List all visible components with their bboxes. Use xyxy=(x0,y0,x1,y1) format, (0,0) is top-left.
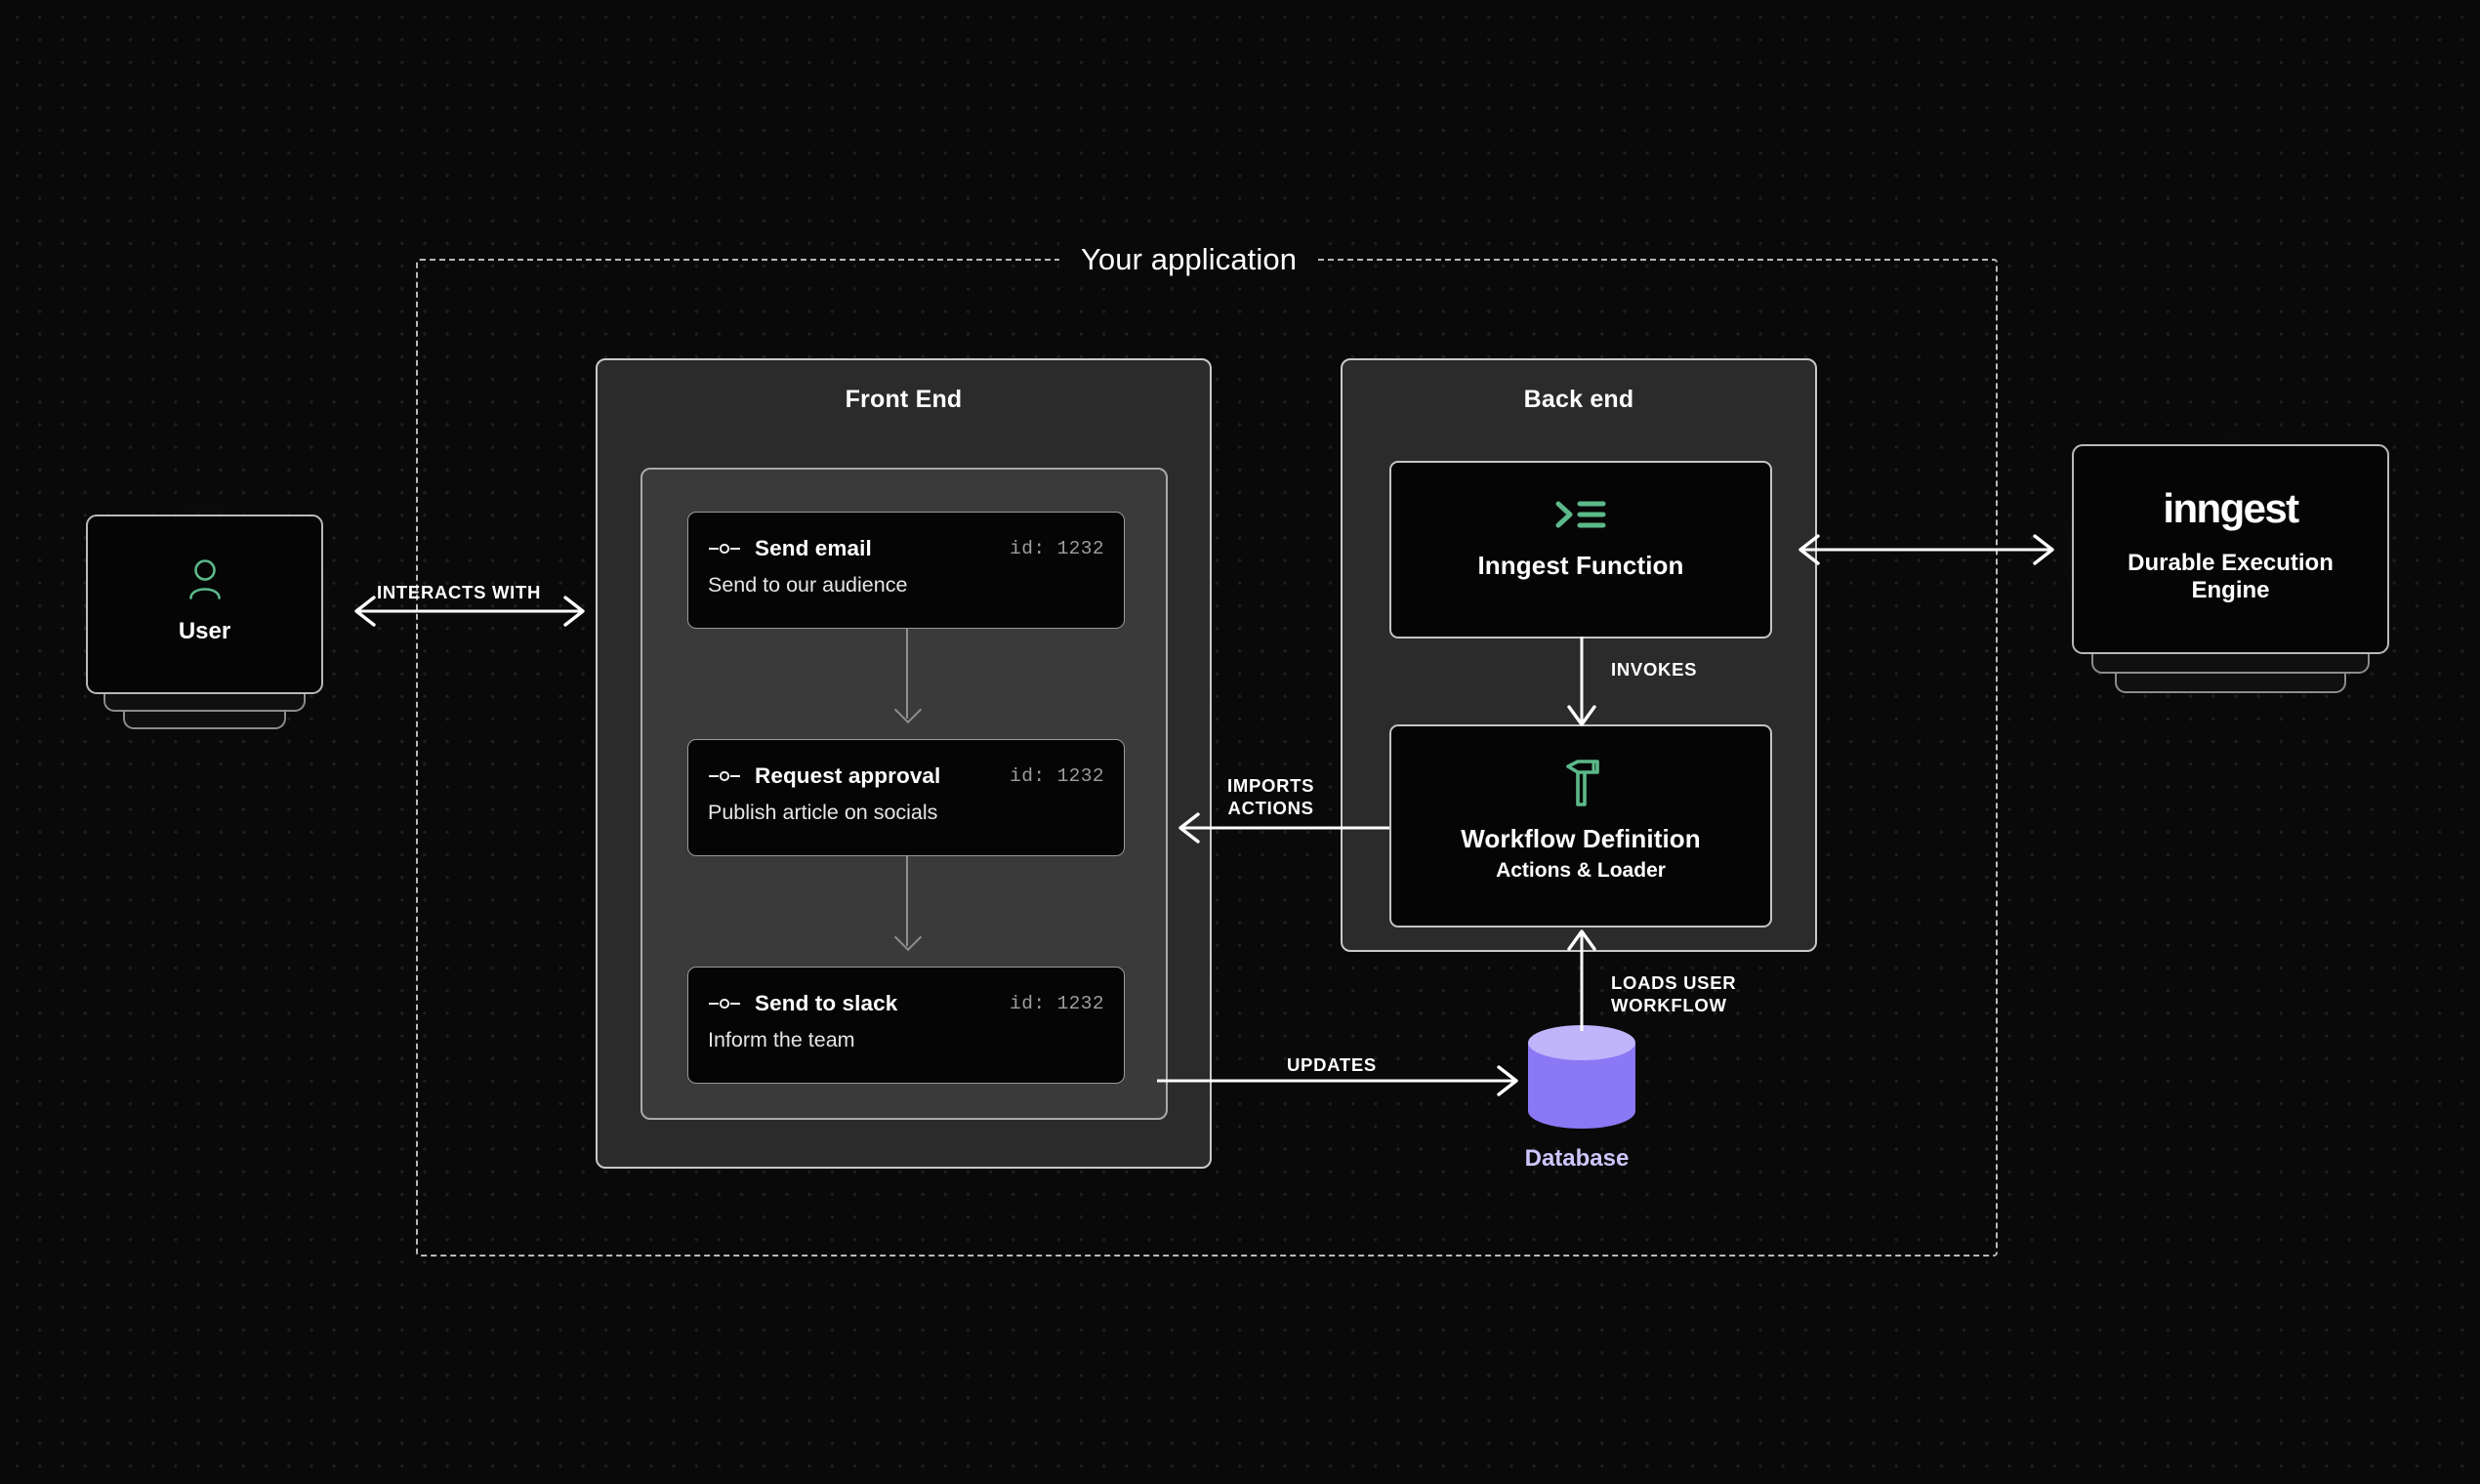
workflow-step-card[interactable]: Request approval id: 1232 Publish articl… xyxy=(687,739,1125,856)
step-id-label: id: 1232 xyxy=(1010,993,1104,1014)
node-connector-icon xyxy=(708,769,741,783)
step-title: Send to slack xyxy=(755,991,898,1015)
step-description: Send to our audience xyxy=(708,573,908,597)
hammer-tool-icon xyxy=(1391,758,1770,808)
edge-label-loads-user-workflow: LOADS USER WORKFLOW xyxy=(1611,972,1737,1016)
inngest-engine-node[interactable]: inngest Durable Execution Engine xyxy=(2060,433,2401,693)
inngest-function-label: Inngest Function xyxy=(1477,551,1684,580)
user-stack-layer-2 xyxy=(123,712,286,729)
inngest-card-face: inngest Durable Execution Engine xyxy=(2072,444,2389,654)
step-connector-arrow xyxy=(906,629,908,719)
terminal-prompt-icon xyxy=(1391,494,1770,535)
inngest-function-node[interactable]: Inngest Function xyxy=(1389,461,1772,639)
step-header: Request approval id: 1232 xyxy=(688,762,1124,791)
step-id-label: id: 1232 xyxy=(1010,538,1104,559)
database-label: Database xyxy=(1524,1145,1630,1172)
workflow-steps-container: Send email id: 1232 Send to our audience xyxy=(641,468,1168,1120)
step-connector-arrow xyxy=(906,856,908,946)
workflow-step-card[interactable]: Send email id: 1232 Send to our audience xyxy=(687,512,1125,629)
workflow-step-card[interactable]: Send to slack id: 1232 Inform the team xyxy=(687,967,1125,1084)
inngest-tagline: Durable Execution Engine xyxy=(2128,550,2334,604)
user-label: User xyxy=(178,618,231,644)
step-title: Request approval xyxy=(755,763,941,788)
edge-label-imports-actions: IMPORTS ACTIONS xyxy=(1227,775,1315,819)
inngest-stack-layer-1 xyxy=(2091,654,2370,674)
backend-panel-title: Back end xyxy=(1523,386,1634,413)
database-node[interactable]: Database xyxy=(1525,1025,1635,1173)
user-person-icon xyxy=(88,557,321,600)
step-header: Send email id: 1232 xyxy=(688,534,1124,563)
step-description: Publish article on socials xyxy=(708,801,938,824)
step-title: Send email xyxy=(755,536,872,560)
edge-label-interacts-with: INTERACTS WITH xyxy=(377,582,542,602)
user-stack-layer-1 xyxy=(103,694,306,712)
frontend-panel-title: Front End xyxy=(845,386,963,413)
step-description: Inform the team xyxy=(708,1028,855,1051)
node-connector-icon xyxy=(708,542,741,556)
user-card-face: User xyxy=(86,515,323,694)
inngest-wordmark: inngest xyxy=(2163,485,2299,531)
edge-label-updates: UPDATES xyxy=(1287,1054,1377,1075)
frontend-panel: Front End Send email id: 1232 Send to ou xyxy=(596,358,1212,1169)
inngest-stack-layer-2 xyxy=(2115,674,2346,693)
edge-label-invokes: INVOKES xyxy=(1611,659,1698,680)
user-node[interactable]: User xyxy=(74,503,335,729)
workflow-definition-node[interactable]: Workflow Definition Actions & Loader xyxy=(1389,724,1772,928)
step-id-label: id: 1232 xyxy=(1010,765,1104,787)
step-header: Send to slack id: 1232 xyxy=(688,989,1124,1018)
workflow-definition-sublabel: Actions & Loader xyxy=(1496,859,1666,882)
node-connector-icon xyxy=(708,997,741,1010)
database-cylinder-icon xyxy=(1528,1025,1635,1129)
workflow-definition-label: Workflow Definition xyxy=(1461,824,1701,853)
your-application-title: Your application xyxy=(1059,234,1319,285)
